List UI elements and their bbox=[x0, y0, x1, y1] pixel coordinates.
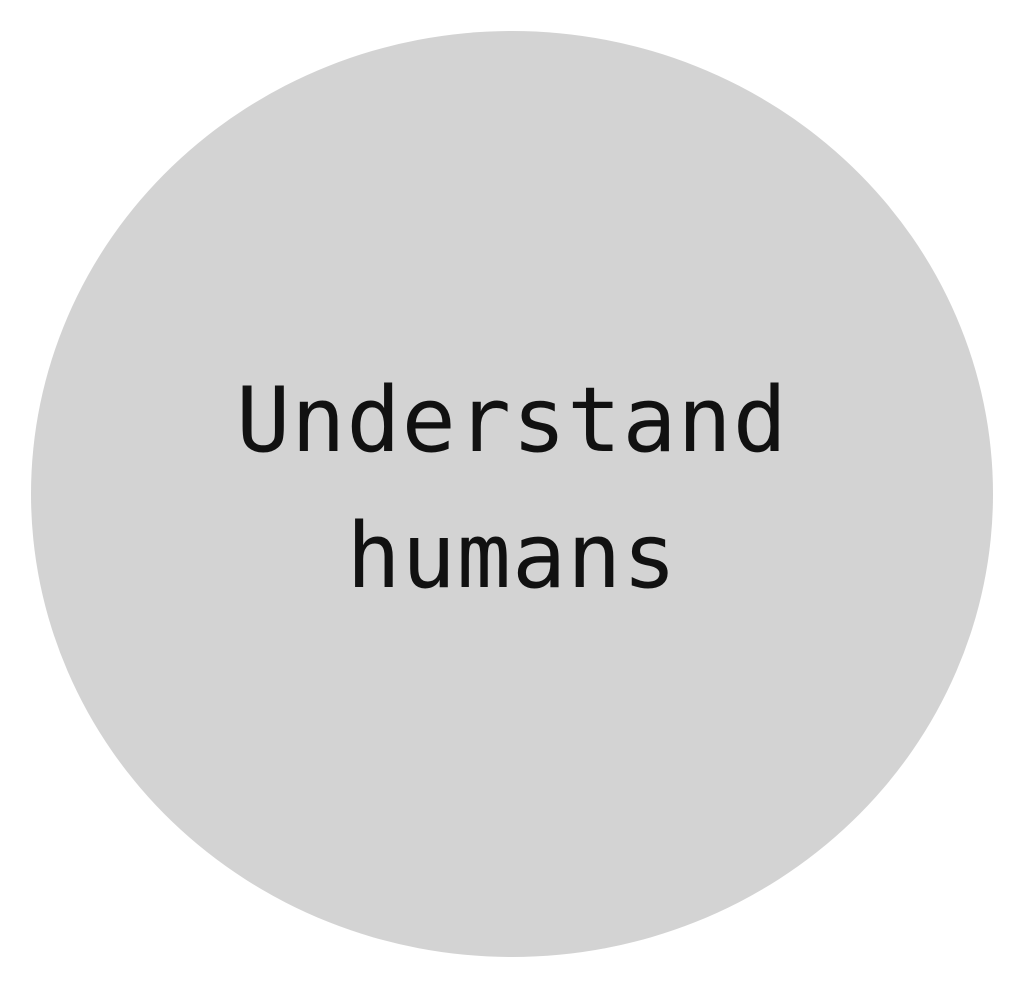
concept-node-label: Understand humans bbox=[236, 353, 788, 625]
node-label-line-1: Understand bbox=[236, 368, 788, 473]
node-label-line-2: humans bbox=[346, 504, 678, 609]
concept-node-circle: Understand humans bbox=[31, 31, 993, 957]
